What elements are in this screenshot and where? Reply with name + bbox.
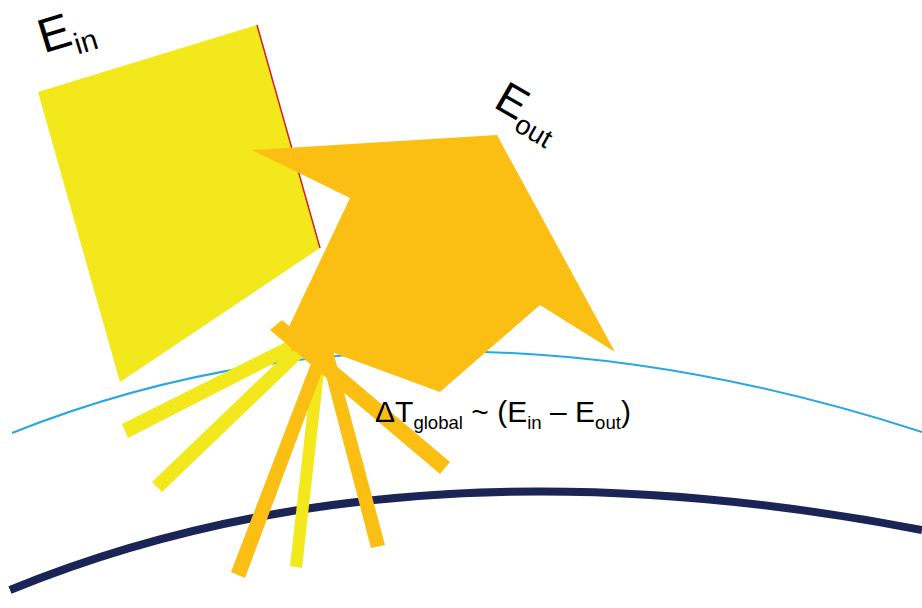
earth-surface — [10, 492, 922, 590]
label-text: ) — [621, 395, 631, 428]
label-text: – E — [542, 395, 595, 428]
band-edge — [257, 25, 320, 248]
label-text: ~ (E — [463, 395, 527, 428]
subscript-text: global — [413, 412, 463, 433]
label-text: ΔT — [375, 395, 413, 428]
subscript-text: out — [595, 412, 621, 433]
subscript-text: in — [527, 412, 541, 433]
incoming-energy-band — [38, 25, 320, 382]
incoming-energy-label: Ein — [31, 0, 102, 70]
temperature-equation: ΔTglobal ~ (Ein – Eout) — [375, 395, 631, 434]
outgoing-energy-arrow — [252, 135, 615, 392]
